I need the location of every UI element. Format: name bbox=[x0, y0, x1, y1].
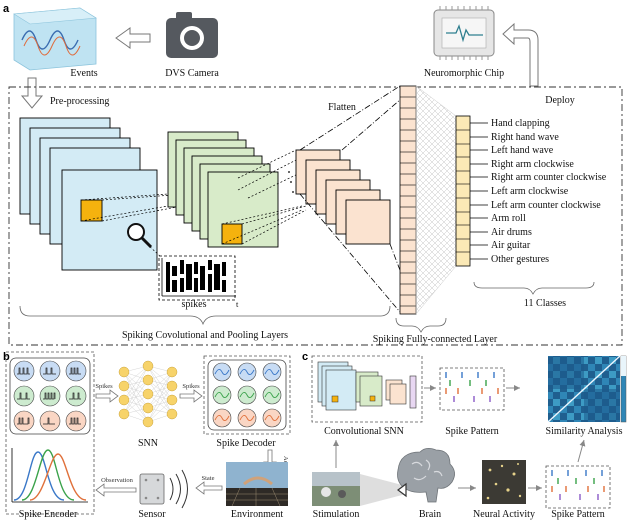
panel-b-label: b bbox=[3, 351, 10, 363]
events-cube-icon bbox=[13, 7, 97, 71]
arrow-preprocessing bbox=[20, 77, 44, 109]
panel-a-label: a bbox=[3, 3, 10, 15]
projection-cone bbox=[360, 474, 406, 506]
camera-icon bbox=[166, 12, 218, 58]
arrow-observation bbox=[95, 483, 137, 497]
spike-raster-inset bbox=[158, 255, 236, 301]
hidden-feature-maps bbox=[167, 131, 279, 248]
snn-label: SNN bbox=[138, 438, 158, 449]
flatten-vector bbox=[399, 85, 417, 315]
panel-a: a Events DVS Camera bbox=[3, 3, 623, 346]
panel-c: c Convolutional SNN bbox=[302, 351, 627, 520]
panel-b: b bbox=[3, 351, 291, 520]
brain-icon bbox=[397, 448, 455, 503]
spikes-label: spikes bbox=[182, 299, 207, 310]
class-item: Right arm clockwise bbox=[491, 159, 574, 170]
pooled-feature-maps bbox=[295, 149, 391, 245]
flatten-lines bbox=[299, 85, 417, 313]
arrow-snn-to-decoder bbox=[179, 389, 203, 403]
conv-kernel-2 bbox=[221, 223, 243, 245]
neural-activity-label: Neural Activity bbox=[473, 509, 535, 520]
conv-snn-label: Convolutional SNN bbox=[324, 426, 404, 437]
arrow-deploy bbox=[502, 22, 539, 87]
camera-label: DVS Camera bbox=[165, 68, 219, 79]
class-item: Left hand wave bbox=[491, 145, 554, 156]
ellipsis-dots bbox=[288, 171, 294, 193]
class-item: Arm roll bbox=[491, 213, 526, 224]
spike-pattern-label-2: Spike Pattern bbox=[551, 509, 605, 520]
events-label: Events bbox=[70, 68, 97, 79]
spike-pattern-label-1: Spike Pattern bbox=[445, 426, 499, 437]
brain-label: Brain bbox=[419, 509, 441, 520]
mini-conv-snn bbox=[311, 355, 423, 423]
stimulation-label: Stimulation bbox=[313, 509, 360, 520]
chip-icon bbox=[433, 6, 495, 60]
fc-layer-label: Spiking Fully-connected Layer bbox=[373, 334, 498, 345]
neural-activity-image bbox=[482, 460, 526, 504]
kernel-projection-lines-1 bbox=[80, 189, 232, 222]
kernel-projection-lines-2 bbox=[221, 149, 307, 245]
conv-layers-label: Spiking Covolutional and Pooling Layers bbox=[122, 330, 288, 341]
state-label: State bbox=[202, 475, 215, 482]
arrow-pattern-to-similarity-2 bbox=[577, 439, 586, 463]
sensor-label: Sensor bbox=[138, 509, 166, 520]
flatten-label: Flatten bbox=[328, 102, 356, 113]
similarity-label: Similarity Analysis bbox=[546, 426, 623, 437]
spikes-label-1: Spikes bbox=[95, 383, 113, 390]
panel-c-label: c bbox=[302, 351, 308, 363]
environment-image bbox=[226, 462, 288, 507]
sensor-icon bbox=[139, 469, 188, 509]
snn-network bbox=[118, 360, 178, 428]
conv-kernel-1 bbox=[80, 199, 103, 222]
class-item: Hand clapping bbox=[491, 118, 550, 129]
class-item: Air drums bbox=[491, 227, 532, 238]
environment-label: Environment bbox=[231, 509, 283, 520]
encoder-grid bbox=[9, 357, 91, 435]
arrow-state bbox=[195, 481, 223, 495]
class-item: Left arm counter clockwise bbox=[491, 200, 601, 211]
arrow-encoder-to-snn bbox=[95, 389, 119, 403]
t-axis-label: t bbox=[236, 299, 239, 309]
similarity-heatmap bbox=[547, 355, 627, 423]
class-item: Other gestures bbox=[491, 254, 549, 265]
input-feature-maps bbox=[19, 117, 158, 271]
class-list: Hand clapping Right hand wave Left hand … bbox=[470, 118, 607, 265]
class-item: Right arm counter clockwise bbox=[491, 172, 607, 183]
decoder-grid bbox=[203, 355, 291, 435]
spikes-label-2: Spikes bbox=[182, 383, 200, 390]
encoder-label: Spike Encoder bbox=[19, 509, 78, 520]
output-vector bbox=[455, 115, 471, 267]
section-braces bbox=[19, 281, 595, 333]
preprocessing-label: Pre-processing bbox=[50, 96, 109, 107]
spike-pattern-2 bbox=[545, 465, 611, 509]
chip-label: Neuromorphic Chip bbox=[424, 68, 504, 79]
spike-pattern-1 bbox=[439, 367, 505, 411]
classes-count-label: 11 Classes bbox=[524, 298, 566, 309]
network-frame bbox=[8, 86, 623, 346]
fc-connections bbox=[415, 85, 457, 315]
observation-label: Observation bbox=[101, 477, 134, 484]
class-item: Left arm clockwise bbox=[491, 186, 569, 197]
class-item: Right hand wave bbox=[491, 132, 559, 143]
tuning-curves bbox=[11, 448, 88, 503]
decoder-label: Spike Decoder bbox=[216, 438, 276, 449]
class-item: Air guitar bbox=[491, 240, 531, 251]
stimulation-image bbox=[312, 472, 360, 506]
deploy-label: Deploy bbox=[545, 95, 574, 106]
arrow-camera-to-events bbox=[115, 27, 151, 49]
